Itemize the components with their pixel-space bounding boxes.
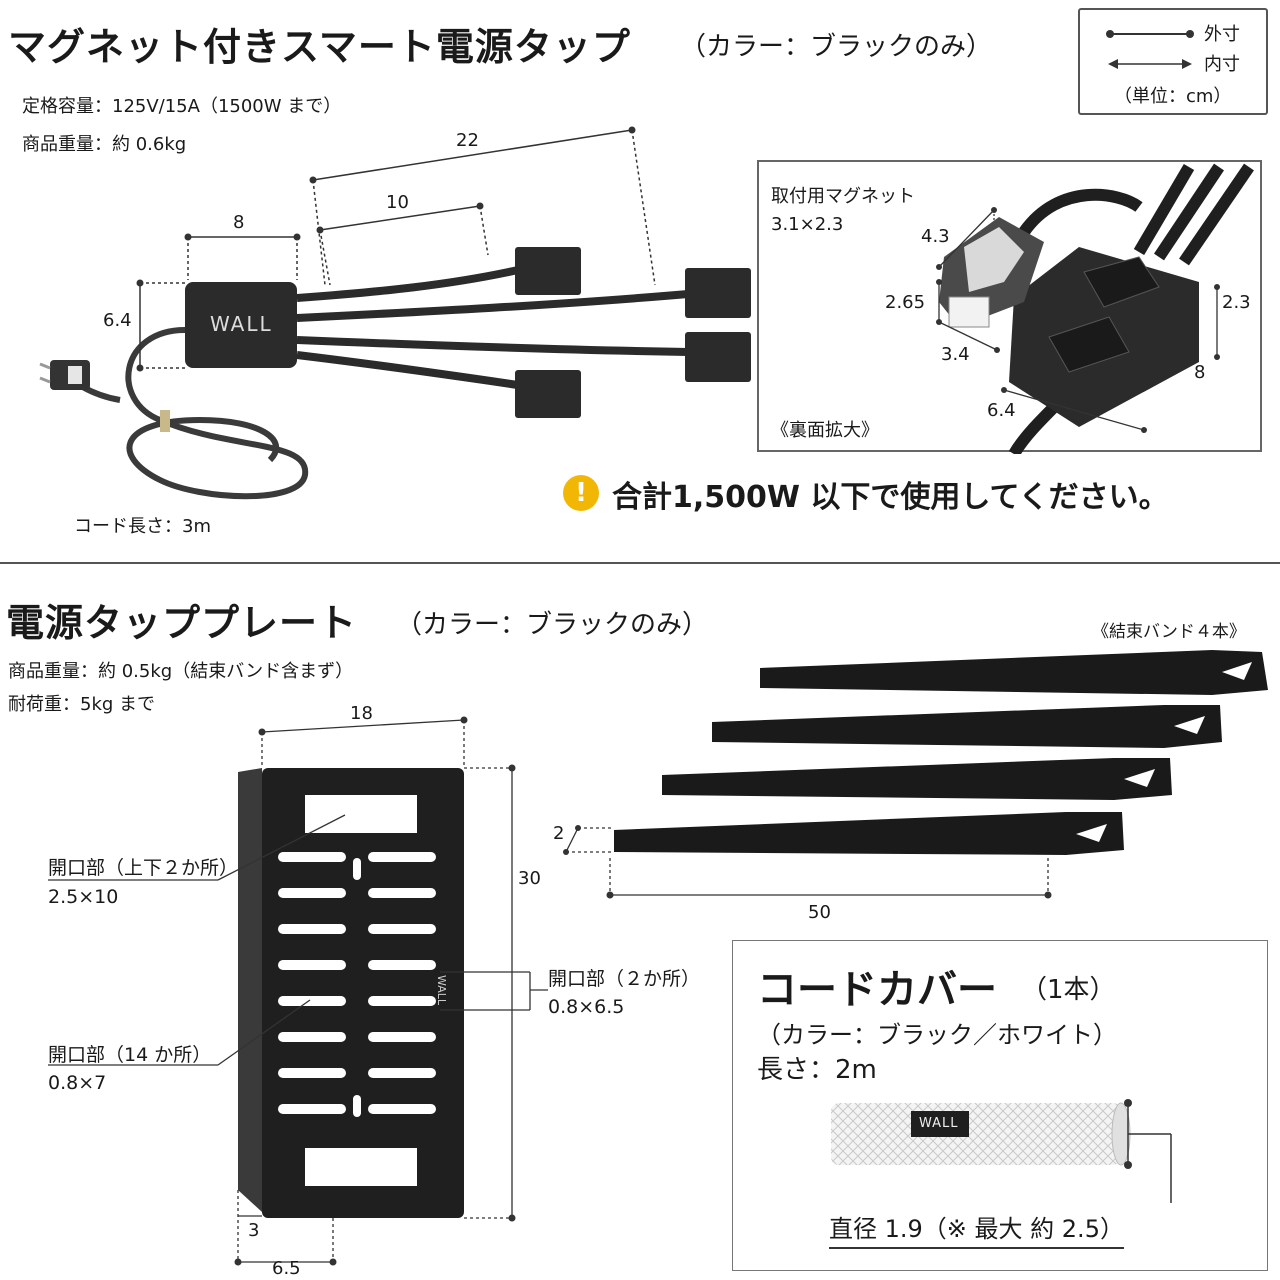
dim-plate-height: 30	[518, 868, 541, 889]
dim-magnet-a: 4.3	[921, 226, 950, 247]
dim-rear-d: 2.3	[1222, 292, 1251, 313]
plate-logo: WALL	[435, 975, 448, 1006]
unit-legend: 外寸 内寸 （単位：cm）	[1078, 8, 1268, 115]
cover-diameter: 直径 1.9（※ 最大 約 2.5）	[829, 1209, 1124, 1249]
outlet-1	[515, 247, 581, 295]
cover-title: コードカバー	[757, 967, 997, 1013]
opening1-label: 開口部（上下２か所）	[48, 857, 239, 879]
rear-detail-drawing	[936, 163, 1254, 454]
rear-detail-inset: 取付用マグネット 3.1×2.3 4.3 2.65 3.4 2.3 8 6.4 …	[757, 160, 1262, 454]
dim-plate-width: 18	[350, 703, 373, 724]
cable-bands	[614, 650, 1268, 855]
dim-body-width: 8	[233, 212, 245, 233]
strip-logo: WALL	[210, 312, 273, 336]
dim-rear-f: 6.4	[987, 400, 1016, 421]
legend-unit: （単位：cm）	[1114, 86, 1232, 107]
spec-capacity: 定格容量：125V/15A（1500W まで）	[22, 96, 342, 117]
dim-band-width: 2	[553, 823, 565, 844]
dim-plate-bottom: 6.5	[272, 1258, 301, 1279]
warning-text: 合計1,500W 以下で使用してください。	[612, 480, 1169, 515]
cord-coil	[125, 327, 309, 500]
dim-plate-flange: 3	[248, 1220, 260, 1241]
dim-rear-e: 8	[1194, 362, 1206, 383]
section2-color-note: （カラー：ブラックのみ）	[396, 610, 709, 640]
outlet-2	[685, 268, 751, 318]
plate-opening-top	[305, 795, 417, 833]
inset-caption: 《裏面拡大》	[771, 420, 879, 441]
legend-inner: 内寸	[1204, 54, 1240, 75]
warning-icon: !	[563, 475, 599, 511]
cord-cover-drawing	[831, 1099, 1172, 1203]
opening3-label: 開口部（２か所）	[548, 968, 701, 990]
cord-length: コード長さ：3m	[74, 516, 211, 537]
spec-weight: 商品重量：約 0.6kg	[22, 134, 187, 155]
plate-slots	[278, 852, 436, 1117]
magnet-label: 取付用マグネット	[771, 186, 915, 207]
legend-outer: 外寸	[1204, 24, 1240, 45]
legend-arrows	[1106, 30, 1194, 69]
plate-load: 耐荷重：5kg まで	[8, 694, 156, 715]
section2-title: 電源タッププレート	[6, 601, 358, 645]
cord-tie	[160, 410, 170, 432]
cord-cover-tube	[831, 1103, 1121, 1165]
opening3-size: 0.8×6.5	[548, 996, 625, 1018]
section1-color-note: （カラー：ブラックのみ）	[680, 32, 993, 62]
bands-label: 《結束バンド４本》	[1092, 622, 1246, 642]
section-divider	[0, 562, 1280, 564]
dim-magnet-b: 2.65	[885, 292, 926, 313]
opening2-size: 0.8×7	[48, 1072, 107, 1094]
strip-body	[185, 282, 297, 368]
cover-color: （カラー：ブラック／ホワイト）	[757, 1021, 1117, 1049]
magnet-size: 3.1×2.3	[771, 214, 844, 235]
cover-count: （1本）	[1021, 975, 1116, 1005]
dim-band-length: 50	[808, 902, 831, 923]
opening2-label: 開口部（14 か所）	[48, 1044, 212, 1066]
cover-length: 長さ：2m	[757, 1055, 877, 1085]
cord-cover-box: コードカバー （1本） （カラー：ブラック／ホワイト） 長さ：2m WALL 直…	[732, 940, 1268, 1271]
opening1-size: 2.5×10	[48, 886, 119, 908]
dim-body-height: 6.4	[103, 310, 132, 331]
outlet-3	[685, 332, 751, 382]
plate-weight: 商品重量：約 0.5kg（結束バンド含まず）	[8, 661, 354, 682]
dim-long-cable: 22	[456, 130, 479, 151]
dim-short-cable: 10	[386, 192, 409, 213]
outlet-4	[515, 370, 581, 418]
section1-title: マグネット付きスマート電源タップ	[8, 25, 631, 69]
cover-logo: WALL	[919, 1116, 959, 1131]
plate-opening-bottom	[305, 1148, 417, 1186]
dim-magnet-c: 3.4	[941, 344, 970, 365]
